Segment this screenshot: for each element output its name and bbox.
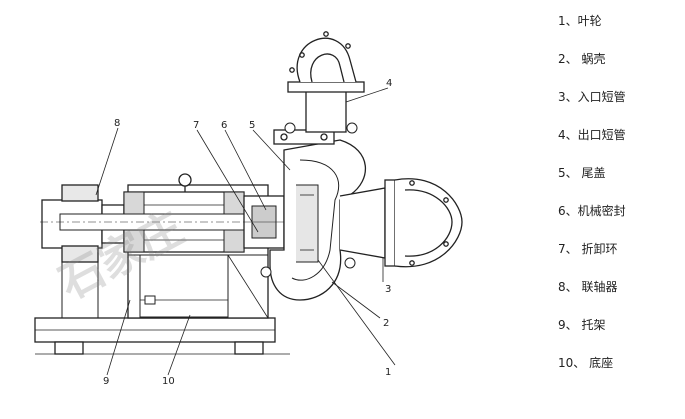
legend-item-10: 10、 底座	[558, 356, 614, 370]
outlet-pipe	[287, 31, 365, 133]
legend-item-3: 3、入口短管	[558, 90, 626, 104]
base-plate	[34, 317, 290, 355]
callout-1: 1	[385, 367, 391, 378]
legend-item-8: 8、 联轴器	[558, 280, 618, 294]
impeller	[296, 184, 319, 263]
pump-cross-section-diagram: 石家庄 1 2 3 4 5 6 7 8 9 10	[34, 31, 463, 387]
inlet-pipe	[339, 178, 463, 268]
legend-item-5: 5、 尾盖	[558, 166, 606, 180]
bolts	[260, 122, 358, 278]
legend-item-1: 1、叶轮	[558, 14, 602, 28]
legend-item-4: 4、出口短管	[558, 128, 626, 142]
callout-5: 5	[249, 120, 255, 131]
callout-2: 2	[383, 318, 389, 329]
callout-7: 7	[193, 120, 199, 131]
legend-item-6: 6、机械密封	[558, 204, 626, 218]
callout-8: 8	[114, 118, 120, 129]
callout-4: 4	[386, 78, 392, 89]
leader-lines	[95, 87, 396, 376]
legend-item-9: 9、 托架	[558, 318, 606, 332]
mechanical-seal	[243, 195, 285, 249]
legend-item-7: 7、 折卸环	[558, 242, 618, 256]
legend-item-2: 2、 蜗壳	[558, 52, 606, 66]
parts-legend: 1、叶轮 2、 蜗壳 3、入口短管 4、出口短管 5、 尾盖 6、机械密封 7、…	[558, 0, 685, 415]
callout-numbers: 1 2 3 4 5 6 7 8 9 10	[103, 78, 392, 387]
callout-10: 10	[162, 376, 175, 387]
callout-3: 3	[385, 284, 391, 295]
callout-9: 9	[103, 376, 109, 387]
rear-cover	[273, 129, 335, 145]
callout-6: 6	[221, 120, 227, 131]
